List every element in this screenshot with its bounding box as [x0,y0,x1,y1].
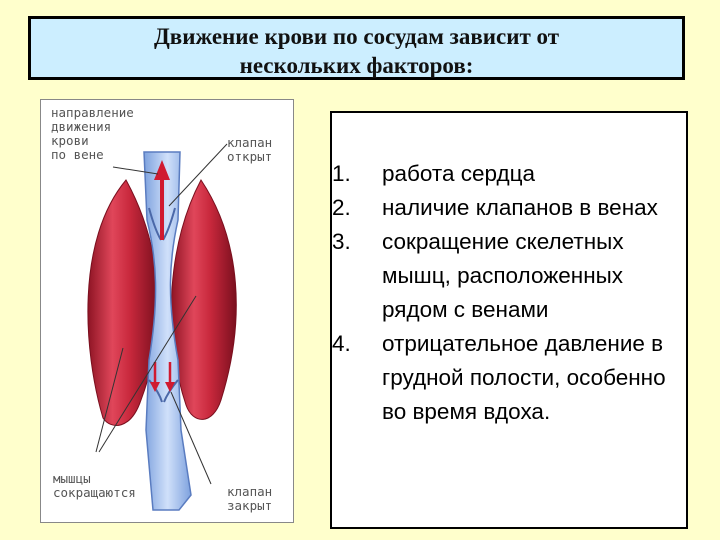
label-valve-closed: клапан закрыт [227,484,273,513]
diagram-illustration [87,143,237,511]
title-line-1: Движение крови по сосудам зависит от [153,24,560,49]
factor-item: 4. отрицательное давление в грудной поло… [332,327,682,429]
factors-box: 1. работа сердца 2. наличие клапанов в в… [330,111,688,529]
factor-text: отрицательное давление в грудной полости… [382,331,666,424]
label-pointers [95,143,228,485]
valve-open [148,207,176,241]
flow-arrows-down [153,362,172,385]
factor-item: 1. работа сердца [332,157,682,191]
factor-number: 4. [332,331,351,356]
factors-list: 1. работа сердца 2. наличие клапанов в в… [332,157,682,429]
vein [143,151,192,511]
factor-item: 3. сокращение скелетных мышц, расположен… [332,225,682,327]
label-blood-direction: направление движения крови по вене [51,105,134,162]
label-valve-open: клапан открыт [227,135,273,164]
factor-number: 2. [332,195,351,220]
valve-closed [148,379,179,403]
factor-text: работа сердца [382,161,536,186]
factor-text: сокращение скелетных мышц, расположенных… [382,229,624,322]
factor-item: 2. наличие клапанов в венах [332,191,682,225]
vein-valve-diagram: направление движения крови по вене клапа… [40,99,294,523]
title-banner: Движение крови по сосудам зависит от нес… [28,16,685,80]
right-muscle [170,179,237,420]
title-line-2: нескольких факторов: [239,53,474,78]
factor-text: наличие клапанов в венах [382,195,658,220]
label-muscles-contract: мышцы сокращаются [53,471,136,500]
factor-number: 3. [332,229,351,254]
factor-number: 1. [332,161,351,186]
